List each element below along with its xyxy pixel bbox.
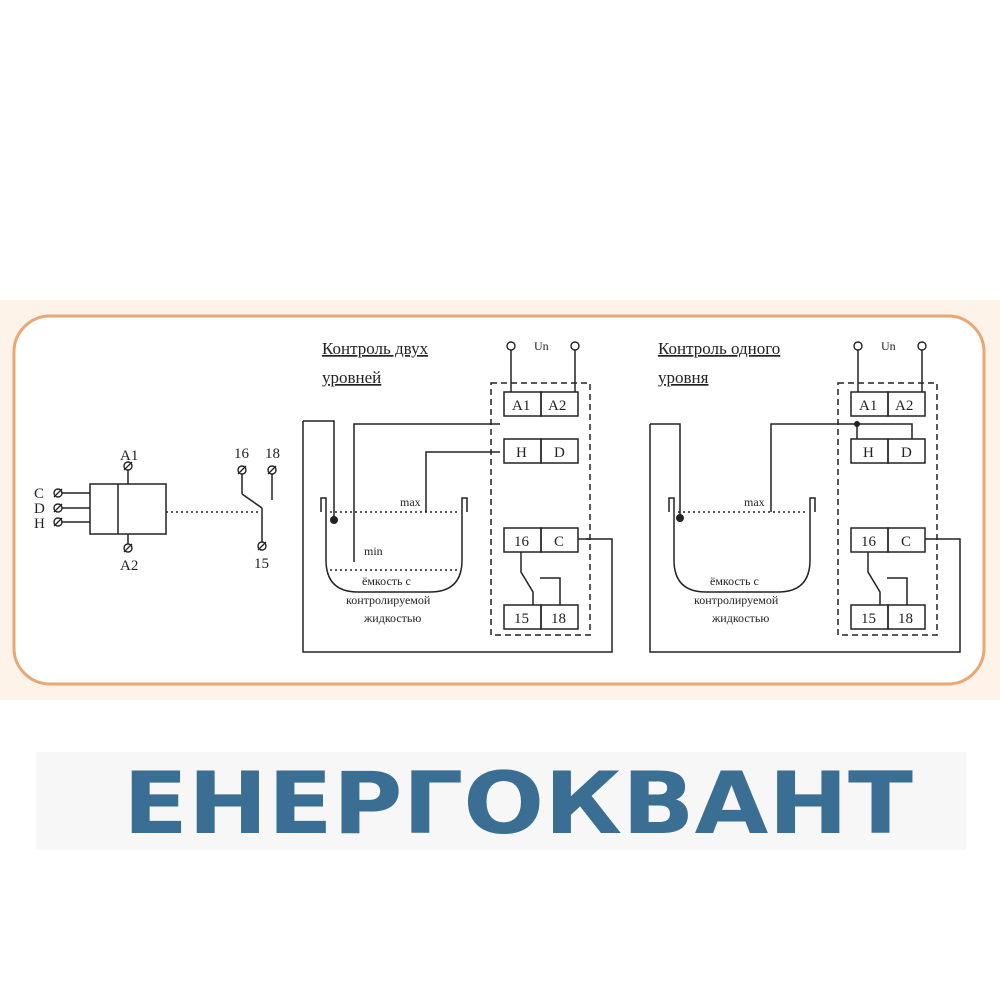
one-level-label-a1: A1 [859, 398, 877, 414]
brand-logo: ЕНЕРГОКВАНТ [123, 754, 913, 854]
one-level-outer-wire [649, 424, 961, 653]
one-level-box-a2 [887, 391, 926, 417]
one-level-max-electrode-wire [770, 423, 913, 512]
one-level-label-18: 18 [898, 611, 913, 627]
one-level-supply-label: Un [881, 339, 896, 353]
one-level-h-junction-dot [854, 421, 860, 427]
one-level-supply-terminal-2 [917, 341, 927, 351]
two-level-relay-enclosure [490, 382, 591, 636]
one-level-supply-terminal-1 [853, 341, 863, 351]
two-level-tank-label-1: ёмкость с [362, 574, 411, 588]
one-level-circuit [649, 350, 961, 653]
two-level-min-label: min [364, 544, 383, 558]
two-level-max-label: max [400, 495, 421, 509]
relay-label-h: H [34, 516, 45, 532]
two-level-supply-terminal-1 [506, 341, 516, 351]
relay-label-a1: A1 [120, 448, 138, 464]
one-level-contact-18 [887, 577, 908, 605]
one-level-tank [668, 497, 816, 593]
one-level-junction-dot [676, 514, 684, 522]
two-level-supply-terminal-2 [570, 341, 580, 351]
two-level-tank-label-3: жидкостью [363, 611, 421, 625]
two-level-min-electrode-wire [353, 423, 500, 562]
one-level-label-a2: A2 [895, 398, 913, 414]
one-level-label-16: 16 [861, 534, 877, 550]
one-level-label-c: C [901, 534, 911, 550]
one-level-tank-label-3: жидкостью [711, 611, 769, 625]
one-level-tank-label-2: контролируемой [694, 593, 779, 607]
two-level-label-15: 15 [514, 611, 529, 627]
terminal-slashes [53, 461, 277, 553]
relay-label-a2: A2 [120, 558, 138, 574]
contact-blade [241, 493, 263, 509]
two-level-common-wire [303, 420, 335, 520]
two-level-tank-label-2: контролируемой [346, 593, 431, 607]
two-level-circuit [302, 350, 613, 653]
one-level-contact [867, 552, 881, 605]
one-level-max-label: max [744, 495, 765, 509]
two-level-supply-label: Un [534, 339, 549, 353]
two-level-contact [520, 552, 534, 605]
two-level-label-a2: A2 [548, 398, 566, 414]
two-level-label-18: 18 [551, 611, 566, 627]
two-level-box-c [540, 527, 579, 553]
two-level-junction-dot [330, 516, 338, 524]
one-level-common-wire [650, 423, 681, 518]
contact-label-16: 16 [234, 446, 250, 462]
one-level-box-d [887, 438, 926, 464]
two-level-contact-18 [540, 577, 561, 605]
one-level-label-15: 15 [861, 611, 876, 627]
two-level-box-a2 [540, 391, 579, 417]
one-level-title-line2: уровня [658, 368, 709, 387]
contact-label-15: 15 [254, 556, 269, 572]
relay-label-d: D [34, 501, 45, 517]
one-level-tank-label-1: ёмкость с [710, 574, 759, 588]
logo-strip [36, 752, 966, 850]
relay-label-c: C [34, 486, 44, 502]
one-level-label-h: H [863, 445, 874, 461]
two-level-label-h: H [516, 445, 527, 461]
two-level-title-line1: Контроль двух [322, 339, 429, 358]
two-level-label-a1: A1 [512, 398, 530, 414]
two-level-outer-wire [302, 421, 613, 653]
two-level-tank [320, 497, 468, 593]
two-level-label-c: C [554, 534, 564, 550]
two-level-label-d: D [554, 445, 565, 461]
two-level-title-line2: уровней [322, 368, 381, 387]
two-level-box-d [540, 438, 579, 464]
one-level-relay-enclosure [837, 382, 938, 636]
two-level-max-electrode-wire [425, 451, 500, 512]
two-level-label-16: 16 [514, 534, 530, 550]
one-level-title-line1: Контроль одного [658, 339, 780, 358]
one-level-box-c [887, 527, 926, 553]
contact-label-18: 18 [265, 446, 280, 462]
one-level-label-d: D [901, 445, 912, 461]
